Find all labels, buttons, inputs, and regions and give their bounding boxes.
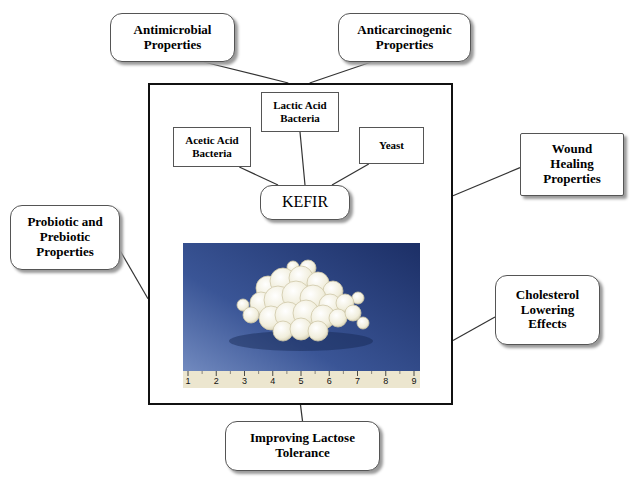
ruler-number: 6 — [327, 376, 332, 386]
ruler-number: 9 — [411, 376, 416, 386]
kefir-box: KEFIR — [260, 185, 350, 220]
connector-line — [310, 62, 372, 83]
property-box: Cholesterol Lowering Effects — [495, 275, 600, 345]
kefir-panel: Lactic Acid BacteriaAcetic Acid Bacteria… — [148, 83, 453, 405]
kefir-photo — [183, 243, 420, 388]
connector-line — [453, 317, 495, 341]
property-box: Probiotic and Prebiotic Properties — [10, 205, 120, 270]
node-text-group: Wound Healing Properties — [533, 142, 611, 187]
node-label: KEFIR — [282, 193, 328, 211]
node-text-group: Antimicrobial Properties — [121, 23, 224, 53]
ruler-number: 5 — [298, 376, 303, 386]
node-label: Cholesterol Lowering Effects — [506, 288, 589, 333]
ruler-ticks — [202, 371, 400, 374]
property-box: Improving Lactose Tolerance — [225, 421, 380, 471]
kefir-grain — [329, 309, 347, 327]
ruler-number: 4 — [270, 376, 275, 386]
kefir-grain — [243, 307, 259, 323]
ruler-number: 3 — [242, 376, 247, 386]
node-label: Anticarcinogenic Properties — [349, 23, 460, 53]
connector-line — [301, 405, 303, 421]
microbe-box: Acetic Acid Bacteria — [173, 127, 251, 167]
node-text-group: Improving Lactose Tolerance — [236, 431, 369, 461]
connector-line — [204, 62, 289, 83]
node-text-group: Lactic Acid Bacteria — [267, 99, 333, 124]
ruler-number: 2 — [214, 376, 219, 386]
node-label: Antimicrobial Properties — [121, 23, 224, 53]
connector-line — [239, 167, 278, 185]
node-label: Improving Lactose Tolerance — [236, 431, 369, 461]
node-label: Acetic Acid Bacteria — [179, 134, 245, 159]
kefir-grain — [357, 317, 369, 329]
ruler-number: 1 — [185, 376, 190, 386]
node-text-group: KEFIR — [282, 193, 328, 211]
node-text-group: Anticarcinogenic Properties — [349, 23, 460, 53]
connector-line — [120, 251, 148, 299]
ruler-number: 8 — [383, 376, 388, 386]
microbe-box: Lactic Acid Bacteria — [261, 92, 339, 132]
node-text-group: Cholesterol Lowering Effects — [506, 288, 589, 333]
ruler-ticks — [188, 371, 414, 376]
node-text-group: Acetic Acid Bacteria — [179, 134, 245, 159]
connector-line — [453, 168, 520, 196]
node-text-group: Yeast — [379, 139, 404, 152]
connector-line — [300, 132, 305, 185]
connector-line — [332, 164, 369, 185]
node-label: Yeast — [379, 139, 404, 152]
photo-ground — [183, 243, 420, 388]
ruler-number: 7 — [355, 376, 360, 386]
property-box: Anticarcinogenic Properties — [338, 13, 471, 62]
ruler — [183, 371, 420, 388]
property-box: Wound Healing Properties — [520, 133, 624, 196]
node-label: Lactic Acid Bacteria — [267, 99, 333, 124]
node-text-group: Probiotic and Prebiotic Properties — [19, 215, 111, 260]
node-label: Probiotic and Prebiotic Properties — [19, 215, 111, 260]
microbe-box: Yeast — [359, 127, 424, 164]
kefir-grain — [308, 321, 328, 341]
property-box: Antimicrobial Properties — [110, 13, 235, 62]
node-label: Wound Healing Properties — [533, 142, 611, 187]
kefir-grains — [237, 260, 369, 341]
